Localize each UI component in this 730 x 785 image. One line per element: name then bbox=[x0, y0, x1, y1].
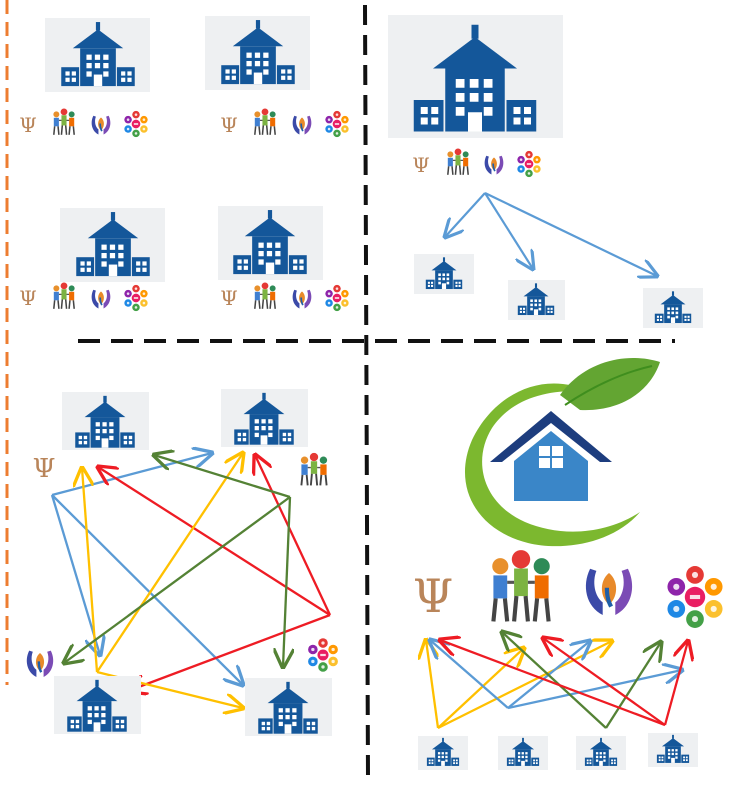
arrow-blue bbox=[484, 192, 533, 269]
quadrant-top-left: Ψ Ψ Ψ Ψ bbox=[19, 16, 349, 312]
quadrant-bottom-right: Ψ bbox=[413, 358, 723, 770]
arrow-blue bbox=[445, 192, 486, 237]
eco-house-leaf-logo-icon bbox=[464, 358, 660, 547]
quadrant-bottom-left: Ψ bbox=[25, 389, 338, 736]
arrow-green bbox=[283, 496, 290, 667]
psi-symbol-icon: Ψ bbox=[220, 286, 238, 310]
hands-heart-care-icon bbox=[90, 114, 112, 136]
people-holding-hands-icon bbox=[253, 281, 277, 310]
arrow-red bbox=[128, 613, 331, 691]
arrow-blue bbox=[484, 192, 657, 276]
arrow-blue bbox=[51, 494, 243, 685]
colored-service-circle-icon bbox=[517, 150, 541, 178]
school-group: Ψ bbox=[19, 208, 165, 312]
people-holding-hands-icon bbox=[52, 107, 76, 136]
colored-service-circle-icon bbox=[325, 284, 349, 312]
psi-symbol-icon: Ψ bbox=[33, 454, 56, 484]
colored-service-circle-icon bbox=[124, 110, 148, 138]
hands-heart-care-icon bbox=[291, 288, 313, 310]
psi-symbol-icon: Ψ bbox=[412, 153, 430, 177]
arrow-green bbox=[605, 642, 661, 729]
people-holding-hands-icon bbox=[253, 107, 277, 136]
arrow-blue bbox=[50, 494, 100, 655]
colored-service-circle-icon bbox=[124, 284, 148, 312]
arrow-red bbox=[440, 640, 666, 727]
hands-heart-care-icon bbox=[291, 114, 313, 136]
hands-heart-care-icon bbox=[25, 649, 55, 679]
people-holding-hands-icon bbox=[446, 147, 470, 176]
arrow-green bbox=[154, 455, 291, 499]
arrow-blue bbox=[507, 670, 682, 710]
arrow-yellow bbox=[82, 468, 99, 673]
people-holding-hands-icon bbox=[492, 550, 550, 621]
psi-symbol-icon: Ψ bbox=[413, 569, 453, 623]
hands-heart-care-icon bbox=[483, 154, 505, 176]
colored-service-circle-icon bbox=[325, 110, 349, 138]
people-holding-hands-icon bbox=[299, 451, 329, 487]
arrow-red bbox=[543, 638, 666, 726]
arrow-blue bbox=[51, 453, 212, 497]
psi-symbol-icon: Ψ bbox=[19, 286, 37, 310]
arrow-red bbox=[255, 455, 332, 616]
arrow-green bbox=[64, 496, 291, 663]
arrow-yellow bbox=[437, 648, 524, 729]
school-group: Ψ bbox=[19, 18, 150, 138]
school-group: Ψ bbox=[218, 206, 349, 312]
arrow-red bbox=[98, 467, 331, 616]
psi-symbol-icon: Ψ bbox=[19, 113, 37, 137]
arrow-yellow bbox=[96, 453, 243, 673]
arrow-yellow bbox=[426, 640, 440, 729]
school-group: Ψ bbox=[205, 16, 349, 138]
divider-vertical bbox=[363, 4, 370, 781]
colored-service-circle-icon bbox=[308, 638, 338, 672]
people-holding-hands-icon bbox=[52, 281, 76, 310]
quadrant-top-right: Ψ bbox=[388, 15, 703, 328]
arrow-red bbox=[663, 641, 688, 726]
colored-service-circle-icon bbox=[667, 566, 723, 628]
hands-heart-care-icon bbox=[90, 288, 112, 310]
psi-symbol-icon: Ψ bbox=[220, 113, 238, 137]
hands-heart-care-icon bbox=[586, 569, 632, 615]
arrow-green bbox=[502, 632, 607, 729]
